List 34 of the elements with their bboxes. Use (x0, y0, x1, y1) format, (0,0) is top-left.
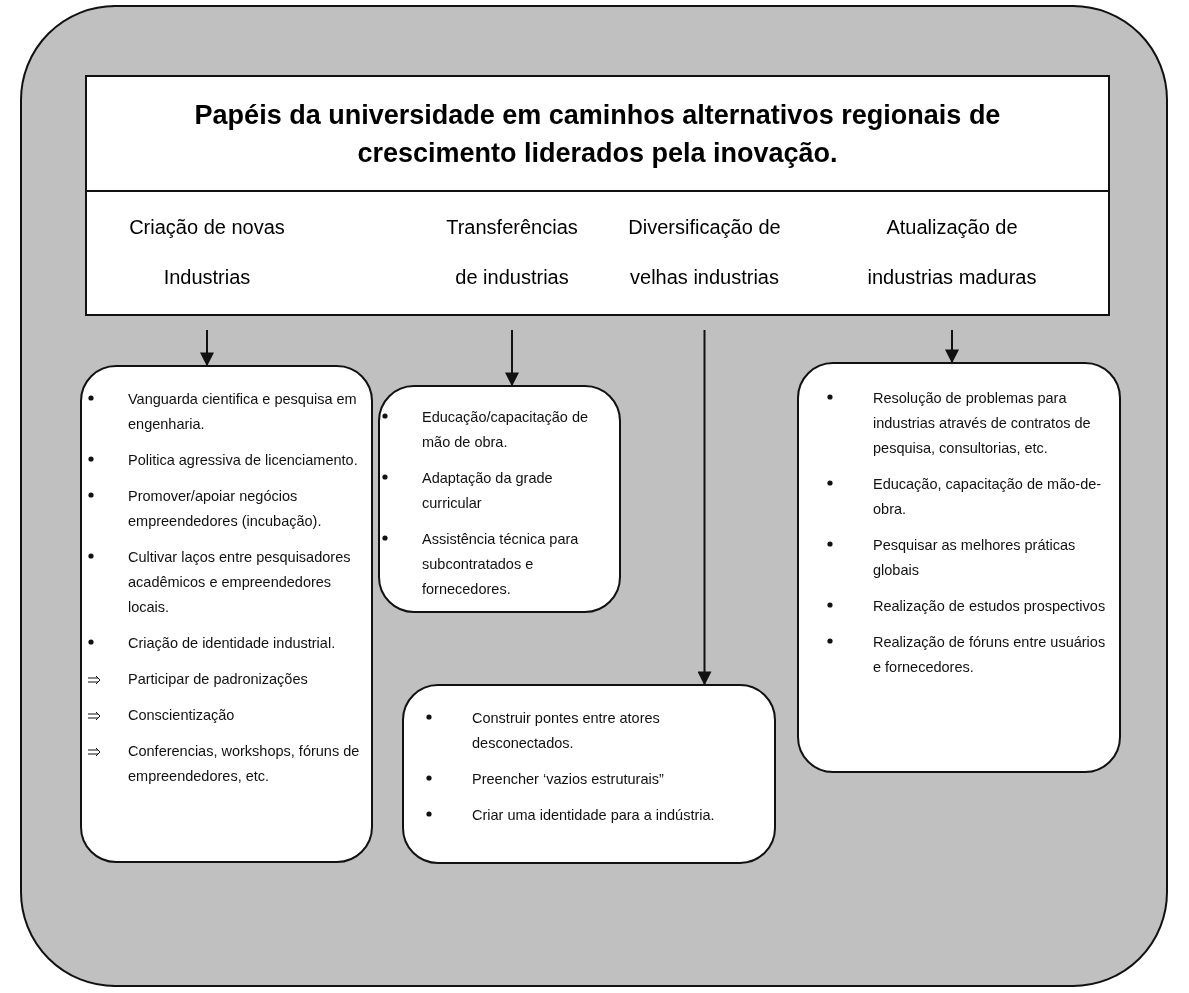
arrow (697, 329, 712, 686)
list-item: Resolução de problemas para industrias através de contratos de pesquisa, consultorias, etc. (873, 389, 1092, 458)
heading-text: Atualização de industrias maduras (866, 215, 1038, 290)
list-item: Realização de fóruns entre usuários e fornecedores. (873, 633, 1107, 677)
list-box (378, 385, 621, 613)
heading-text: Diversificação de velhas industrias (627, 215, 782, 290)
list-item: Educação/capacitação de mão de obra. (422, 408, 590, 452)
header-band (85, 190, 1110, 316)
list-item: Promover/apoiar negócios empreendedores (incubação). (128, 487, 323, 531)
list-item: Educação, capacitação de mão-de-obra. (873, 475, 1103, 519)
arrow (505, 329, 519, 387)
list-item: Construir pontes entre atores desconectados. (472, 709, 661, 753)
arrow (200, 329, 214, 367)
title-text: Papéis da universidade em caminhos alternativos regionais de crescimento liderados pela inovação. (193, 98, 1002, 170)
list-item: Preencher ‘vazios estruturais” (472, 770, 664, 789)
list-item: Pesquisar as melhores práticas globais (873, 536, 1077, 580)
list-item: Conferencias, workshops, fóruns de empreendedores, etc. (128, 742, 361, 786)
list-item: Conscientização (128, 706, 235, 725)
list-box (402, 684, 776, 864)
list-box (80, 365, 373, 863)
list-item: Vanguarda cientifica e pesquisa em engenharia. (128, 390, 358, 434)
list-item: Cultivar laços entre pesquisadores acadêmicos e empreendedores locais. (128, 548, 352, 617)
list-item: Adaptação da grade curricular (422, 469, 554, 513)
list-item: Assistência técnica para subcontratados e fornecedores. (422, 530, 580, 599)
heading-text: Transferências de industrias (445, 215, 579, 290)
title-box (85, 75, 1110, 192)
list-item: Participar de padronizações (128, 670, 308, 689)
list-item: Politica agressiva de licenciamento. (128, 451, 358, 470)
list-box (797, 362, 1121, 773)
list-item: Realização de estudos prospectivos (873, 597, 1106, 616)
heading-text: Criação de novas Industrias (128, 215, 286, 290)
list-item: Criação de identidade industrial. (128, 634, 336, 653)
arrow (945, 329, 959, 364)
list-item: Criar uma identidade para a indústria. (472, 806, 715, 825)
